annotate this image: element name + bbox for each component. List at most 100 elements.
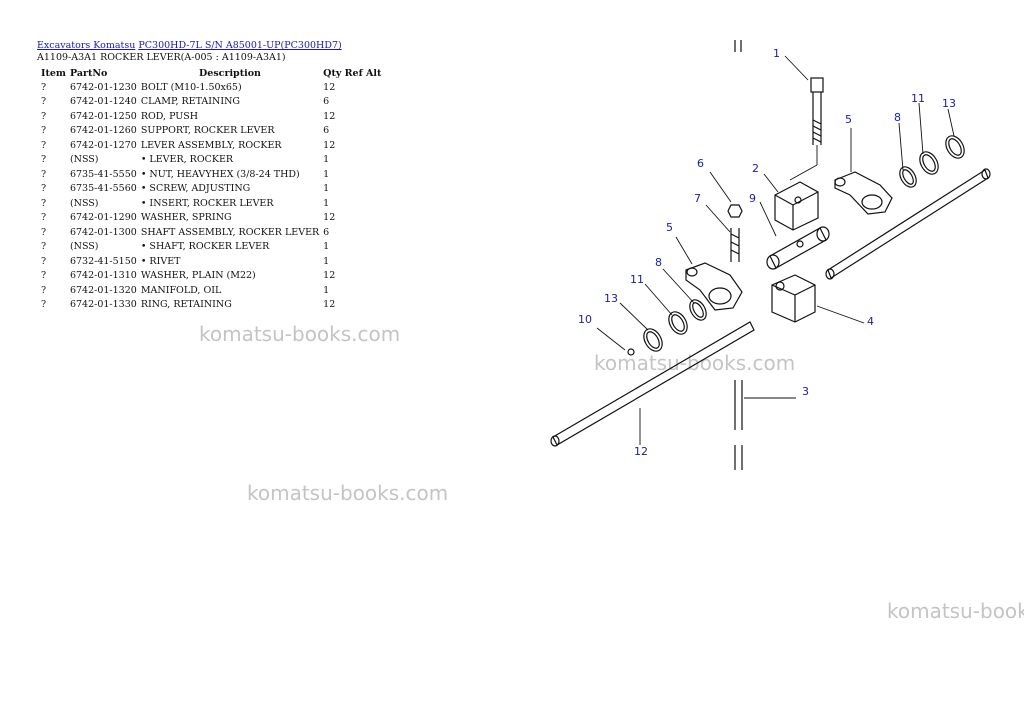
shaft-9 bbox=[766, 226, 830, 270]
cell-description: WASHER, PLAIN (M22) bbox=[140, 270, 256, 282]
breadcrumb-link-excavators[interactable]: Excavators Komatsu bbox=[37, 40, 136, 51]
breadcrumb-link-model[interactable]: PC300HD-7L S/N A85001-UP(PC300HD7) bbox=[138, 40, 342, 51]
cell-item: ? bbox=[41, 139, 47, 151]
cell-description: WASHER, SPRING bbox=[140, 212, 232, 224]
cell-qty: 12 bbox=[323, 81, 336, 93]
cell-item: ? bbox=[41, 255, 47, 267]
cell-item: ? bbox=[41, 284, 47, 296]
cell-partno: 6742-01-1250 bbox=[69, 110, 137, 122]
cell-partno: 6742-01-1290 bbox=[69, 212, 137, 224]
support-4 bbox=[771, 274, 816, 323]
rocker-lever-5-left bbox=[685, 262, 743, 311]
push-rod-3 bbox=[734, 40, 743, 470]
callout-11-left: 11 bbox=[630, 273, 644, 286]
cell-description: • SHAFT, ROCKER LEVER bbox=[140, 241, 270, 253]
cell-qty: 1 bbox=[323, 255, 330, 267]
cell-partno: 6742-01-1270 bbox=[69, 139, 137, 151]
callout-4: 4 bbox=[867, 315, 874, 328]
cell-item: ? bbox=[41, 154, 47, 166]
callout-11-right: 11 bbox=[911, 92, 925, 105]
cell-item: ? bbox=[41, 96, 47, 108]
cell-qty: 1 bbox=[323, 197, 330, 209]
callout-12: 12 bbox=[634, 445, 648, 458]
callout-7: 7 bbox=[694, 192, 701, 205]
callout-2: 2 bbox=[752, 162, 759, 175]
header-partno: PartNo bbox=[69, 67, 108, 79]
cell-description: RING, RETAINING bbox=[140, 299, 232, 311]
cell-partno: (NSS) bbox=[69, 241, 99, 253]
cell-description: SUPPORT, ROCKER LEVER bbox=[140, 125, 275, 137]
cell-description: • LEVER, ROCKER bbox=[140, 154, 234, 166]
callout-5-right: 5 bbox=[845, 113, 852, 126]
washers-rings bbox=[627, 135, 965, 356]
cell-description: • RIVET bbox=[140, 255, 181, 267]
cell-qty: 6 bbox=[323, 125, 330, 137]
cell-partno: 6742-01-1230 bbox=[69, 81, 137, 93]
cell-qty: 12 bbox=[323, 270, 336, 282]
callout-13-left: 13 bbox=[604, 292, 618, 305]
cell-partno: 6742-01-1260 bbox=[69, 125, 137, 137]
cell-qty: 12 bbox=[323, 299, 336, 311]
nut-6 bbox=[727, 204, 743, 218]
cell-qty: 6 bbox=[323, 96, 330, 108]
callout-6: 6 bbox=[697, 157, 704, 170]
callout-13-right: 13 bbox=[942, 97, 956, 110]
cell-partno: (NSS) bbox=[69, 197, 99, 209]
cell-description: CLAMP, RETAINING bbox=[140, 96, 240, 108]
oil-pipe-12 bbox=[550, 321, 755, 447]
cell-qty: 12 bbox=[323, 110, 336, 122]
table-header-row: Item PartNo Description Qty Ref Alt bbox=[37, 66, 383, 80]
parts-table: Item PartNo Description Qty Ref Alt ? 674… bbox=[37, 66, 383, 312]
watermark: komatsu-books.com bbox=[247, 481, 449, 505]
oil-manifold-shaft bbox=[825, 168, 991, 280]
cell-description: LEVER ASSEMBLY, ROCKER bbox=[140, 139, 282, 151]
cell-item: ? bbox=[41, 241, 47, 253]
cell-partno: 6735-41-5550 bbox=[69, 168, 137, 180]
callout-10: 10 bbox=[578, 313, 592, 326]
cell-item: ? bbox=[41, 110, 47, 122]
watermark: komatsu-books.com bbox=[887, 599, 1024, 623]
cell-description: SHAFT ASSEMBLY, ROCKER LEVER bbox=[140, 226, 320, 238]
cell-description: ROD, PUSH bbox=[140, 110, 199, 122]
callout-9: 9 bbox=[749, 192, 756, 205]
cell-partno: 6742-01-1240 bbox=[69, 96, 137, 108]
cell-partno: 6735-41-5560 bbox=[69, 183, 137, 195]
cell-description: MANIFOLD, OIL bbox=[140, 284, 222, 296]
leader-lines bbox=[596, 55, 955, 445]
cell-qty: 1 bbox=[323, 183, 330, 195]
cell-partno: (NSS) bbox=[69, 154, 99, 166]
cell-item: ? bbox=[41, 226, 47, 238]
cell-item: ? bbox=[41, 197, 47, 209]
adjusting-screw-7 bbox=[730, 228, 740, 262]
cell-item: ? bbox=[41, 81, 47, 93]
cell-qty: 1 bbox=[323, 241, 330, 253]
bolt-1 bbox=[810, 77, 824, 145]
cell-qty: 1 bbox=[323, 284, 330, 296]
clamp-2 bbox=[774, 181, 819, 231]
breadcrumb: Excavators Komatsu PC300HD-7L S/N A85001… bbox=[37, 40, 342, 52]
callout-3: 3 bbox=[802, 385, 809, 398]
cell-description: • SCREW, ADJUSTING bbox=[140, 183, 251, 195]
rocker-lever-5-right bbox=[834, 171, 893, 215]
cell-description: BOLT (M10-1.50x65) bbox=[140, 81, 242, 93]
header-qty: Qty Ref Alt bbox=[323, 67, 382, 79]
cell-description: • NUT, HEAVYHEX (3/8-24 THD) bbox=[140, 168, 300, 180]
cell-partno: 6742-01-1300 bbox=[69, 226, 137, 238]
cell-qty: 12 bbox=[323, 212, 336, 224]
cell-qty: 12 bbox=[323, 139, 336, 151]
